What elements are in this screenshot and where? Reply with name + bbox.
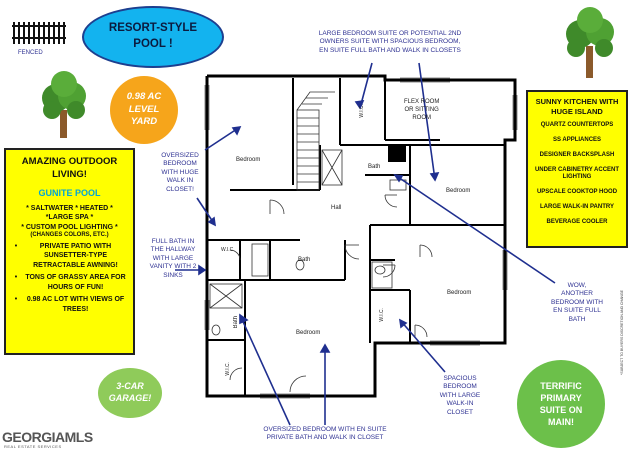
wic-label-southeast: W.I.C. (379, 308, 385, 322)
callout-line: FULL BATH IN (151, 238, 195, 245)
list-item: BEVERAGE COOLER (546, 218, 608, 225)
list-item: SS APPLIANCES (552, 137, 602, 144)
callout-line: EN SUITE FULL BATH AND WALK IN CLOSETS (319, 46, 461, 54)
callout-line: EN SUITE FULL (553, 307, 601, 315)
pool-badge: RESORT-STYLE POOL ! (82, 6, 224, 68)
callout-line: SPACIOUS (443, 375, 477, 382)
fenced-label: FENCED (18, 50, 43, 56)
disclaimer: *SUBJECT TO BUYERS DISCRETION AND CHANGE (620, 290, 624, 375)
outdoor-bullet-text: 0.98 AC LOT WITH VIEWS OF TREES! (26, 296, 125, 313)
georgiamls-logo: GEORGIAMLS (2, 429, 93, 445)
callout-line: BEDROOM (163, 160, 197, 168)
room-label-bedroom-bottom: Bedroom (296, 330, 321, 336)
outdoor-bullet-text: TONS OF GRASSY AREA FOR HOURS OF FUN! (25, 274, 126, 291)
callout-line: WITH LARGE (152, 254, 194, 262)
callout-hall-bath: FULL BATH IN THE HALLWAY WITH LARGE VANI… (144, 238, 202, 280)
wic-label-left: W.I.C. (221, 247, 235, 253)
callout-upstairs-suite: LARGE BEDROOM SUITE OR POTENTIAL 2ND OWN… (315, 30, 465, 55)
outdoor-line1: * SALTWATER * HEATED * (26, 204, 113, 212)
callout-line: BEDROOM (443, 383, 477, 391)
room-label-bedroom-southeast: Bedroom (447, 290, 472, 296)
room-label-flex: FLEX ROOM OR SITTING ROOM (404, 99, 439, 122)
stairs (296, 91, 335, 191)
callout-line: WOW, (567, 282, 587, 289)
outdoor-title-line2: LIVING! (52, 168, 87, 180)
room-label-line: ROOM (412, 114, 431, 121)
callout-line: WITH LARGE (439, 391, 481, 399)
room-label-bath-hall: Bath (298, 257, 311, 263)
callout-line: BATH (568, 315, 586, 323)
kitchen-title-line2: HUGE ISLAND (551, 107, 603, 117)
callout-line: ANOTHER (561, 290, 593, 298)
room-label-bath-bottom: Bath (233, 316, 239, 329)
list-item: •PRIVATE PATIO WITH SUNSETTER-TYPE RETRA… (6, 242, 133, 270)
list-item: DESIGNER BACKSPLASH (539, 151, 615, 158)
tree-icon-right (566, 7, 614, 78)
wic-label-bottom: W.I.C. (225, 362, 231, 376)
outdoor-title-line1: AMAZING OUTDOOR (21, 156, 118, 167)
pool-title-line1: RESORT-STYLE (108, 22, 198, 35)
kitchen-title-line1: SUNNY KITCHEN WITH (535, 97, 619, 106)
list-item: •0.98 AC LOT WITH VIEWS OF TREES! (6, 295, 133, 314)
primary-line4: MAIN! (547, 417, 574, 428)
callout-line: LARGE BEDROOM SUITE OR POTENTIAL 2ND (318, 30, 462, 37)
callout-line: CLOSET (446, 408, 473, 416)
list-item: UNDER CABINETRY ACCENT LIGHTING (534, 166, 620, 181)
georgiamls-logo-sub: REAL ESTATE SERVICES (4, 444, 62, 449)
acre-line3: YARD (130, 116, 158, 128)
callout-line: PRIVATE BATH AND WALK IN CLOSET (266, 434, 384, 442)
room-label-bath-upper: Bath (368, 164, 381, 170)
acre-line2: LEVEL (128, 103, 160, 115)
list-item: QUARTZ COUNTERTOPS (540, 122, 614, 129)
outdoor-bullets: •PRIVATE PATIO WITH SUNSETTER-TYPE RETRA… (6, 242, 133, 314)
callout-oversized-bedroom: OVERSIZED BEDROOM WITH HUGE WALK IN CLOS… (152, 152, 208, 194)
kitchen-box: SUNNY KITCHEN WITH HUGE ISLAND QUARTZ CO… (526, 90, 628, 248)
callout-bottom-bedroom: OVERSIZED BEDROOM WITH EN SUITE PRIVATE … (250, 426, 400, 443)
callout-line: WALK-IN (446, 400, 474, 408)
callout-ensuite-bedroom: WOW, ANOTHER BEDROOM WITH EN SUITE FULL … (548, 282, 606, 324)
callout-line: OVERSIZED (161, 152, 199, 159)
kitchen-features: QUARTZ COUNTERTOPS SS APPLIANCES DESIGNE… (528, 122, 626, 226)
pool-title-line2: POOL ! (133, 38, 173, 50)
callout-line: THE HALLWAY (150, 246, 196, 254)
list-item: LARGE WALK-IN PANTRY (540, 204, 614, 211)
callout-line: OVERSIZED BEDROOM WITH EN SUITE (263, 426, 387, 433)
callout-line: WITH HUGE (161, 168, 199, 176)
room-label-bedroom-right: Bedroom (446, 188, 471, 194)
outdoor-living-box: AMAZING OUTDOOR LIVING! GUNITE POOL * SA… (4, 148, 135, 355)
callout-line: WALK IN (166, 177, 194, 185)
outdoor-line4: (CHANGES COLORS, ETC.) (30, 231, 109, 238)
room-label-line: FLEX ROOM (404, 99, 440, 105)
list-item: UPSCALE COOKTOP HOOD (536, 189, 618, 196)
callout-line: CLOSET! (166, 185, 194, 193)
callout-line: SINKS (163, 271, 183, 279)
callout-spacious-bedroom: SPACIOUS BEDROOM WITH LARGE WALK-IN CLOS… (430, 375, 490, 417)
callout-line: VANITY WITH 2 (149, 263, 197, 271)
list-item: •TONS OF GRASSY AREA FOR HOURS OF FUN! (6, 273, 133, 292)
outdoor-bullet-text: PRIVATE PATIO WITH SUNSETTER-TYPE RETRAC… (33, 242, 118, 269)
callout-line: OWNERS SUITE WITH SPACIOUS BEDROOM, (319, 38, 461, 46)
primary-line1: TERRIFIC (540, 380, 582, 391)
primary-line3: SUITE ON (539, 405, 583, 415)
tree-icon-left (42, 71, 86, 138)
outdoor-line2: *LARGE SPA * (45, 214, 94, 222)
wic-label-upper: W.I.C. (359, 104, 365, 118)
outdoor-subtitle: GUNITE POOL (38, 187, 101, 198)
garage-line1: 3-CAR (116, 381, 144, 392)
outdoor-line3: * CUSTOM POOL LIGHTING * (21, 223, 118, 231)
room-label-line: OR SITTING (404, 106, 439, 113)
garage-line2: GARAGE! (108, 393, 152, 403)
fence-icon (12, 22, 66, 44)
acre-line1: 0.98 AC (126, 90, 162, 102)
room-label-bedroom-left: Bedroom (236, 157, 261, 163)
room-label-hall: Hall (331, 205, 342, 211)
callout-line: BEDROOM WITH (551, 298, 603, 306)
primary-line2: PRIMARY (540, 392, 582, 403)
